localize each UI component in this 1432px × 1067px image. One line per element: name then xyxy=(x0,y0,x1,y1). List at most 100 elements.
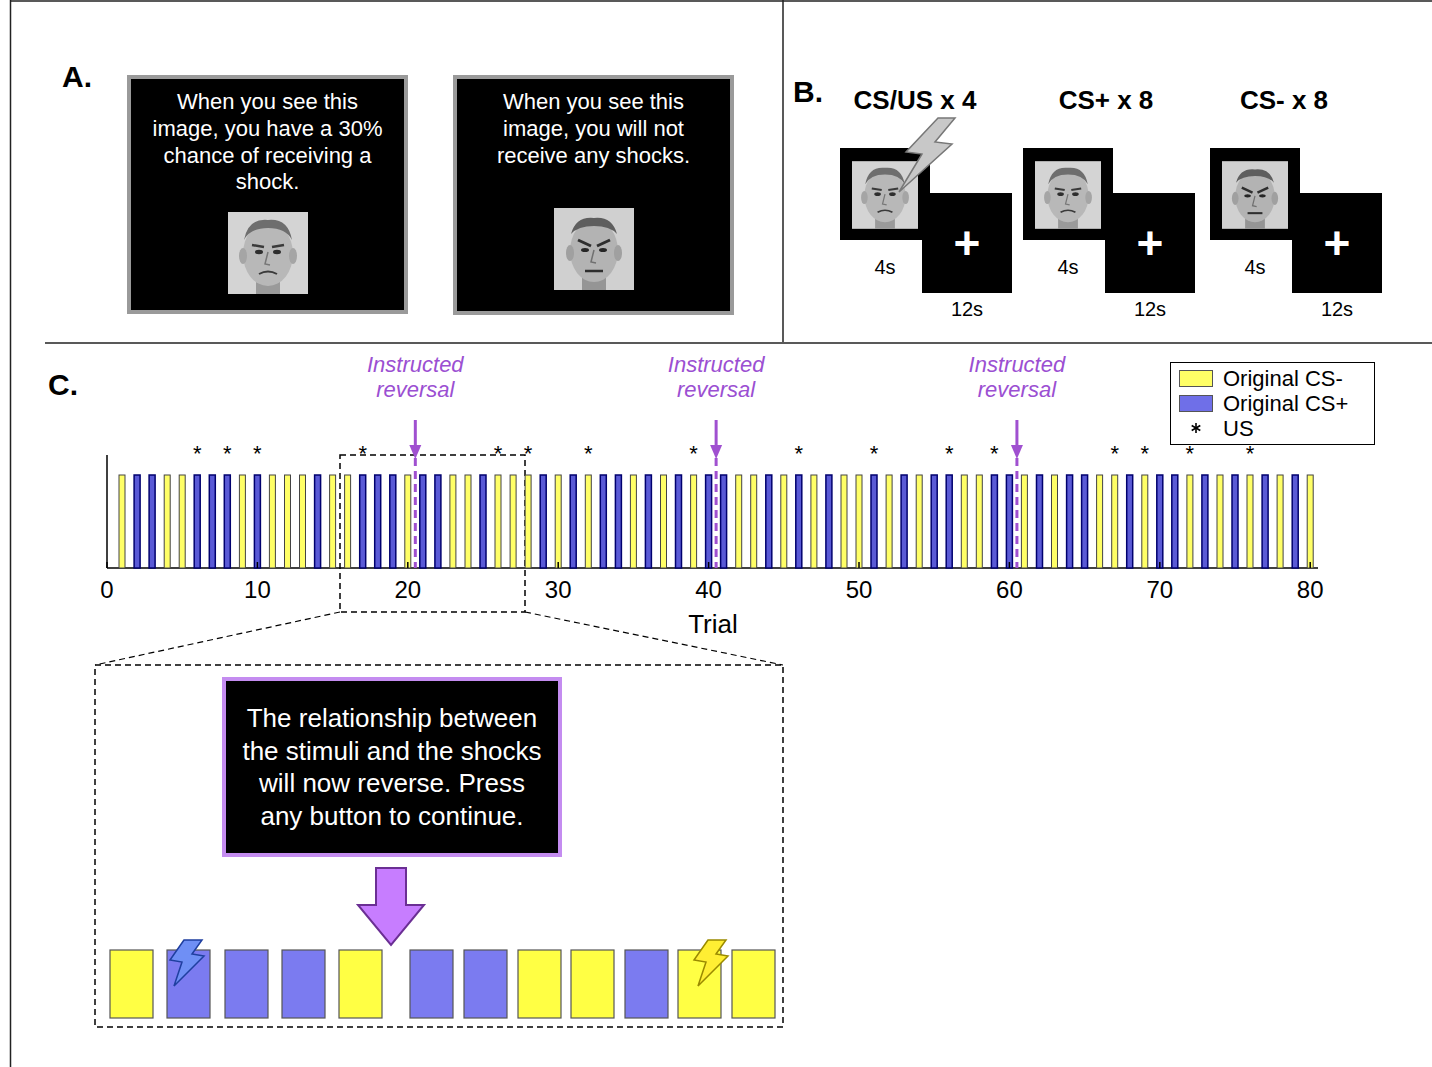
cs-plus-bar xyxy=(1127,475,1133,568)
cs-plus-bar xyxy=(676,475,682,568)
cs-minus-bar xyxy=(285,475,291,568)
panel-letter: A. xyxy=(62,60,92,95)
cs-minus-bar xyxy=(330,475,336,568)
legend-row: Original CS- xyxy=(1179,366,1366,391)
cs-plus-bar xyxy=(360,475,366,568)
us-marker: * xyxy=(223,441,232,466)
zoom-cs-plus xyxy=(625,950,668,1018)
tick-label: 50 xyxy=(846,576,873,604)
cs-plus-bar xyxy=(194,475,200,568)
reversal-line xyxy=(715,458,718,568)
axis-title: Trial xyxy=(688,610,738,640)
condition-heading: CS/US x 4 xyxy=(854,86,977,116)
zoom-cs-minus xyxy=(110,950,153,1018)
zoom-panel xyxy=(95,665,783,1027)
asterisk-stroke xyxy=(1192,426,1201,431)
us-marker: * xyxy=(524,441,533,466)
cs-plus-bar xyxy=(796,475,802,568)
cs-plus-bar xyxy=(570,475,576,568)
cs-plus-bar xyxy=(901,475,907,568)
cs-plus-bar xyxy=(390,475,396,568)
duration-label: 4s xyxy=(1244,256,1265,279)
axis-tick xyxy=(257,562,259,568)
zoom-lines xyxy=(95,612,783,665)
reversal-arrow xyxy=(414,420,417,446)
reversal-arrowhead xyxy=(409,445,421,459)
shock-bolt xyxy=(899,118,955,192)
cs-plus-bar xyxy=(435,475,441,568)
reversal-line xyxy=(1015,458,1018,568)
cs-minus-bar xyxy=(1277,475,1283,568)
condition-heading: CS+ x 8 xyxy=(1059,86,1154,116)
zoom-cs-plus xyxy=(225,950,268,1018)
zoom-cs-minus xyxy=(339,950,382,1018)
cs-plus-bar xyxy=(315,475,321,568)
cs-minus-bar xyxy=(886,475,892,568)
cs-minus-bar xyxy=(751,475,757,568)
reversal-arrow xyxy=(1015,420,1018,446)
condition-heading: CS- x 8 xyxy=(1240,86,1328,116)
reversal-label: Instructed reversal xyxy=(350,352,480,403)
cs-minus-bar xyxy=(961,475,967,568)
cs-plus-bar xyxy=(1292,475,1298,568)
tick-label: 20 xyxy=(394,576,421,604)
tick-label: 70 xyxy=(1146,576,1173,604)
cs-minus-bar xyxy=(1052,475,1058,568)
legend-swatch xyxy=(1179,370,1213,387)
duration-label: 4s xyxy=(1057,256,1078,279)
cs-minus-bar xyxy=(1307,475,1313,568)
us-marker: * xyxy=(870,441,879,466)
legend-row: Original CS+ xyxy=(1179,391,1366,416)
zoom-region xyxy=(340,455,525,612)
zoom-cs-plus xyxy=(464,950,507,1018)
us-marker: * xyxy=(584,441,593,466)
us-marker: * xyxy=(253,441,262,466)
cs-minus-bar xyxy=(841,475,847,568)
us-marker: * xyxy=(494,441,503,466)
us-marker: * xyxy=(990,441,999,466)
zoom-cs-plus xyxy=(282,950,325,1018)
legend-row: US xyxy=(1179,416,1366,441)
tick-label: 10 xyxy=(244,576,271,604)
node-text: + xyxy=(1324,220,1351,266)
node-text: + xyxy=(1137,220,1164,266)
cs-plus-bar xyxy=(1172,475,1178,568)
legend-box: Original CS-Original CS+US xyxy=(1170,362,1375,445)
fixation-screen: + xyxy=(1105,193,1195,293)
cs-plus-bar xyxy=(615,475,621,568)
zoom-cs-minus xyxy=(571,950,614,1018)
legend-asterisk xyxy=(1179,420,1213,437)
reversal-arrowhead xyxy=(710,445,722,459)
cs-plus-bar xyxy=(420,475,426,568)
us-marker: * xyxy=(1110,441,1119,466)
face-image xyxy=(228,212,308,294)
cs-minus-bar xyxy=(179,475,185,568)
cs-minus-bar xyxy=(525,475,531,568)
panel-letter: C. xyxy=(48,368,78,403)
cs-plus-bar xyxy=(1006,475,1012,568)
fixation-screen: + xyxy=(1292,193,1382,293)
us-marker: * xyxy=(945,441,954,466)
frame-lines xyxy=(10,0,1432,1067)
cs-minus-bar xyxy=(300,475,306,568)
cs-minus-bar xyxy=(1021,475,1027,568)
cs-minus-bar xyxy=(450,475,456,568)
cs-minus-bar xyxy=(1247,475,1253,568)
node-text: When you see this image, you have a 30% … xyxy=(131,79,404,196)
cs-minus-bar xyxy=(1112,475,1118,568)
cs-plus-bar xyxy=(1262,475,1268,568)
trial-faces xyxy=(840,148,1300,240)
cs-minus-bar xyxy=(661,475,667,568)
cs-plus-bar xyxy=(826,475,832,568)
legend-swatch xyxy=(1179,395,1213,412)
duration-label: 12s xyxy=(1321,298,1353,321)
cs-minus-bar xyxy=(495,475,501,568)
us-marker: * xyxy=(795,441,804,466)
us-marker: * xyxy=(358,441,367,466)
cs-minus-bar xyxy=(269,475,275,568)
us-marker: * xyxy=(193,441,202,466)
panel-letter: B. xyxy=(793,75,823,110)
reversal-label: Instructed reversal xyxy=(952,352,1082,403)
reversal-big-arrow xyxy=(358,868,424,945)
